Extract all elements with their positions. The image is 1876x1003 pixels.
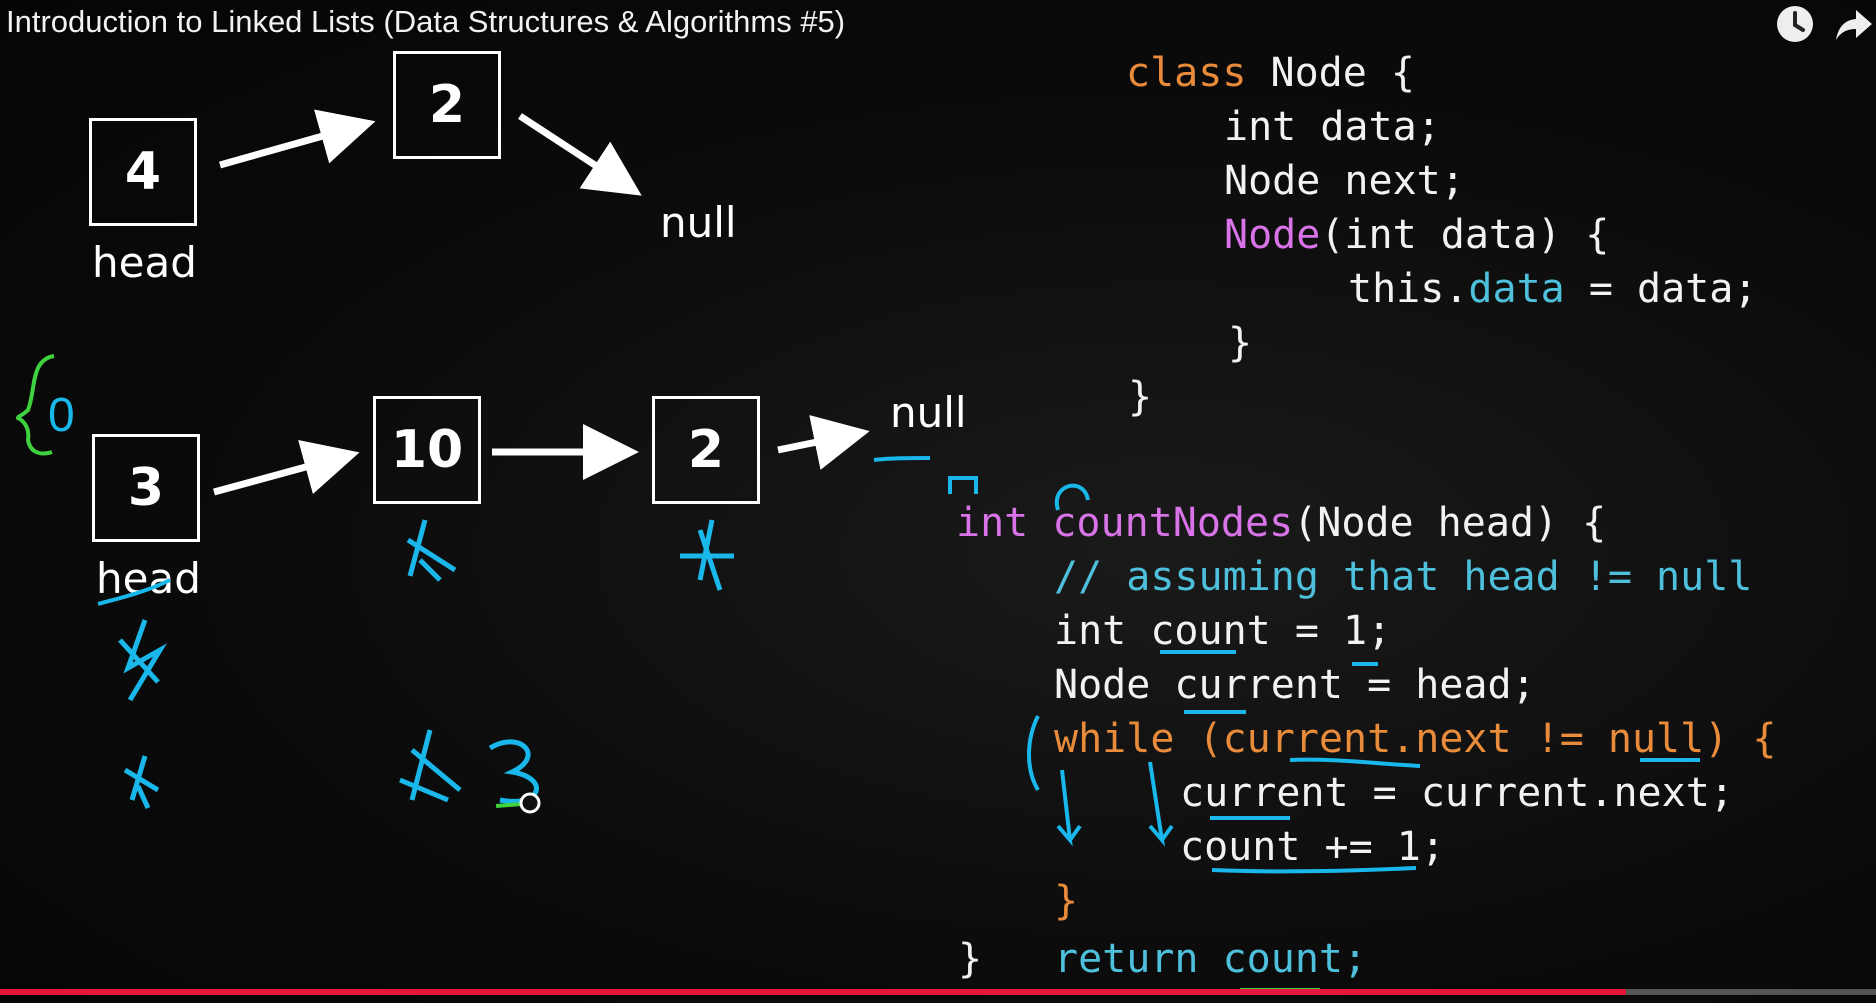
arrow-3-to-10 — [213, 440, 360, 496]
code-assignment-line: this.data = data; — [1348, 262, 1757, 316]
node-box-2: 2 — [393, 51, 501, 159]
clock-icon[interactable] — [1775, 4, 1815, 44]
cursor-indicator — [519, 792, 541, 814]
code-constructor-line: Node(int data) { — [1224, 208, 1609, 262]
code-brace: } — [1054, 878, 1079, 924]
count-scribble — [399, 729, 462, 803]
code-keyword: class — [1126, 50, 1247, 96]
brace-annotation — [15, 354, 55, 456]
count-mark — [1054, 483, 1090, 511]
code-brace: } — [1128, 374, 1153, 420]
code-field: data — [1468, 266, 1565, 312]
code-text: Node { — [1246, 50, 1416, 96]
current-pointer-scribble — [118, 619, 167, 702]
arrow-4-to-2 — [219, 109, 376, 169]
current-pointer-scribble — [406, 519, 457, 582]
count-three-annotation — [488, 739, 539, 804]
code-return-line: return count; — [1054, 936, 1368, 982]
code-brace: } — [1228, 320, 1253, 366]
null-underline — [873, 456, 931, 462]
code-text: (int data) { — [1320, 212, 1610, 258]
current-underline — [1289, 757, 1421, 768]
code-text: this. — [1348, 266, 1469, 312]
null-label: null — [660, 198, 737, 247]
code-constructor-name: Node — [1224, 212, 1321, 258]
video-progress-fill — [0, 989, 1627, 995]
code-brace: } — [958, 936, 983, 982]
current-pointer-scribble — [680, 519, 734, 591]
while-paren — [1027, 715, 1040, 792]
code-text: (Node head) { — [1293, 500, 1607, 546]
code-statement: current = current.next; — [1180, 770, 1734, 816]
code-field-line: Node next; — [1224, 158, 1465, 204]
loop-arrow — [1148, 761, 1174, 847]
code-field-line: int data; — [1224, 104, 1441, 150]
loop-arrow — [1056, 769, 1082, 847]
code-while-line: while (current.next != null) { — [1054, 716, 1777, 762]
code-statement: count += 1; — [1180, 824, 1445, 870]
node-box-3: 3 — [92, 434, 200, 542]
code-keyword: int — [956, 500, 1053, 546]
null-label: null — [890, 388, 967, 437]
video-title: Introduction to Linked Lists (Data Struc… — [6, 4, 846, 39]
video-progress-bar[interactable] — [0, 989, 1876, 995]
head-label: head — [96, 554, 201, 603]
count-underline — [495, 802, 523, 808]
code-statement: int count = 1; — [1054, 608, 1392, 654]
code-comment: // assuming that head != null — [1054, 554, 1753, 600]
code-text: = data; — [1564, 266, 1758, 312]
code-function-name: countNodes — [1052, 500, 1294, 546]
code-function-signature: int countNodes(Node head) { — [956, 496, 1606, 550]
share-arrow-icon[interactable] — [1834, 4, 1874, 44]
arrow-2-to-null — [777, 415, 870, 470]
int-mark — [948, 476, 978, 494]
arrow-2-to-null — [518, 113, 642, 196]
head-label: head — [92, 238, 197, 287]
code-class-line: class Node { — [1126, 46, 1415, 100]
count-underline — [1211, 866, 1417, 874]
node-box-4: 4 — [89, 118, 197, 226]
node-box-2: 2 — [652, 396, 760, 504]
node-box-10: 10 — [373, 396, 481, 504]
code-statement: Node current = head; — [1054, 662, 1536, 708]
current-pointer-scribble — [123, 755, 160, 810]
head-underline — [97, 578, 171, 606]
counter-zero-annotation: 0 — [48, 389, 75, 442]
